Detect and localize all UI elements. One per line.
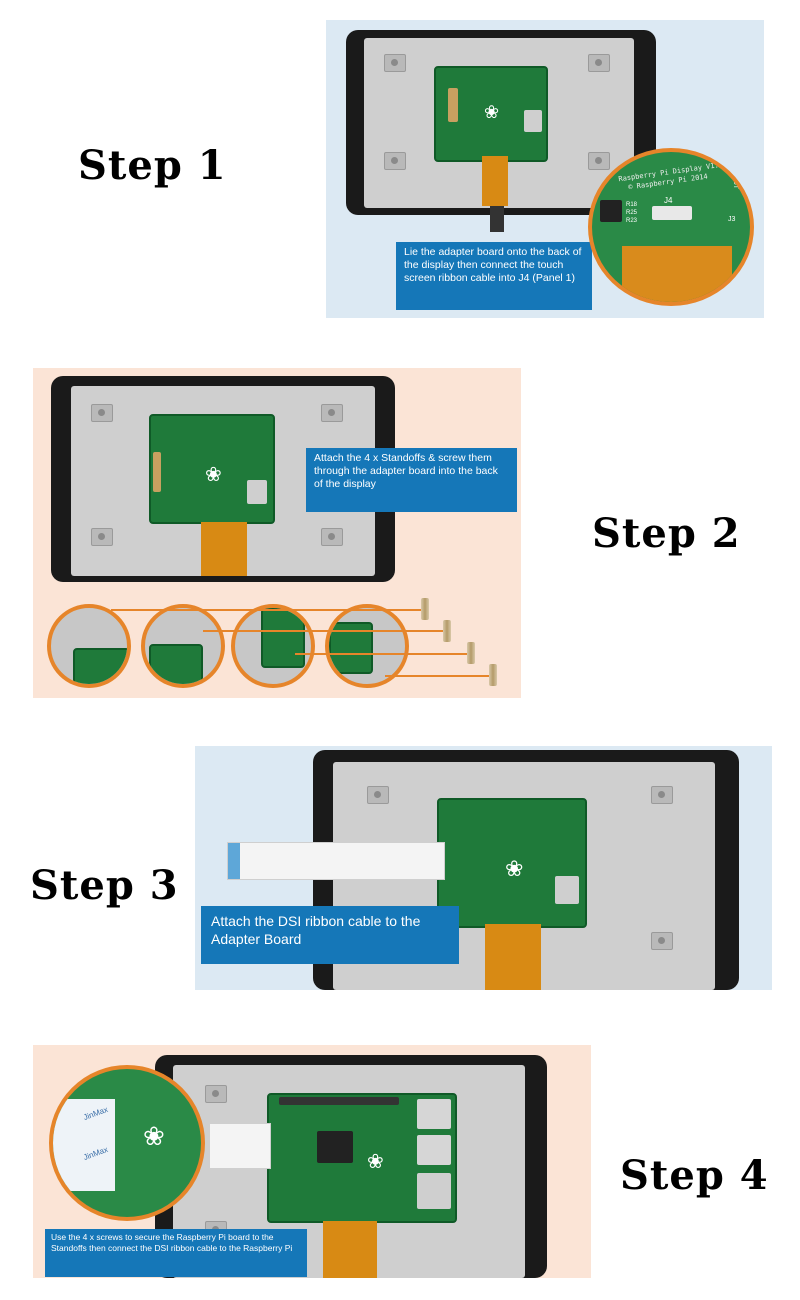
standoff-icon	[467, 642, 475, 664]
mounting-bracket	[91, 404, 113, 422]
r25-label: R25	[626, 210, 638, 216]
j4-label: J4	[664, 196, 673, 205]
step-1-caption: Lie the adapter board onto the back of t…	[396, 242, 592, 310]
touch-ribbon-tail	[490, 206, 504, 232]
adapter-board: ❀	[149, 414, 275, 524]
cpu-chip-icon	[317, 1131, 353, 1163]
ethernet-port-icon	[417, 1173, 451, 1209]
ribbon-brand-label: JinMax	[82, 1144, 110, 1163]
mounting-bracket	[367, 786, 389, 804]
arrow-line	[385, 675, 489, 677]
step-1-illustration: ❀ Lie the adapter board onto the back of…	[326, 20, 764, 318]
mounting-bracket	[91, 528, 113, 546]
step-3-caption: Attach the DSI ribbon cable to the Adapt…	[201, 906, 459, 964]
touch-ribbon-cable	[485, 924, 541, 990]
adapter-board: ❀	[434, 66, 548, 162]
step-1-title: Step 1	[78, 142, 227, 189]
ribbon-closeup: JinMax JinMax	[53, 1099, 115, 1191]
step-4-caption: Use the 4 x screws to secure the Raspber…	[45, 1229, 307, 1277]
chip-icon	[153, 452, 161, 492]
standoff-icon	[421, 598, 429, 620]
standoff-icon	[489, 664, 497, 686]
chip-icon	[600, 200, 622, 222]
step-2-illustration: ❀ Attach the 4 x Standoffs & screw them …	[33, 368, 521, 698]
mounting-bracket	[321, 528, 343, 546]
touch-ribbon-cable	[323, 1221, 377, 1278]
step-3-illustration: ❀ Attach the DSI ribbon cable to the Ada…	[195, 746, 772, 990]
touch-ribbon-cable	[482, 156, 508, 206]
r18-label: R18	[626, 202, 638, 208]
j3-label: J3	[728, 216, 736, 223]
touch-ribbon-closeup	[622, 246, 732, 302]
mounting-bracket	[651, 786, 673, 804]
dsi-ribbon-cable	[209, 1123, 271, 1169]
mounting-bracket	[588, 152, 610, 170]
board-closeup	[73, 648, 127, 684]
raspberry-logo-icon: ❀	[205, 464, 222, 486]
step-2-title: Step 2	[592, 510, 741, 557]
board-closeup	[149, 644, 203, 684]
usb-port-icon	[555, 876, 579, 904]
mounting-bracket	[205, 1085, 227, 1103]
j4-zoom-circle: Raspberry Pi Display V1.0 © Raspberry Pi…	[588, 148, 754, 306]
mounting-bracket	[384, 54, 406, 72]
arrow-line	[295, 653, 467, 655]
step-4-illustration: ❀ JinMax JinMax ❀ Use the 4 x screws to …	[33, 1045, 591, 1278]
ribbon-end	[228, 843, 240, 879]
dsi-ribbon-cable	[227, 842, 445, 880]
chip-icon	[448, 88, 458, 122]
step-4-title: Step 4	[620, 1152, 769, 1199]
touch-ribbon-cable	[201, 522, 247, 576]
standoff-zoom-circle-2	[141, 604, 225, 688]
raspberry-pi-board: ❀	[267, 1093, 457, 1223]
dsi-connector-zoom-circle: JinMax JinMax ❀	[49, 1065, 205, 1221]
j4-connector-icon	[652, 206, 692, 220]
mounting-bracket	[384, 152, 406, 170]
step-3-title: Step 3	[30, 862, 179, 909]
mounting-bracket	[588, 54, 610, 72]
raspberry-logo-icon: ❀	[484, 102, 500, 122]
usb-port-icon	[247, 480, 267, 504]
step-2-caption: Attach the 4 x Standoffs & screw them th…	[306, 448, 517, 512]
arrow-line	[111, 609, 421, 611]
standoff-zoom-circle-1	[47, 604, 131, 688]
adapter-board: ❀	[437, 798, 587, 928]
raspberry-logo-icon: ❀	[505, 856, 524, 881]
pwr-out-label: PWR OUT	[732, 176, 744, 190]
standoff-zoom-circle-3	[231, 604, 315, 688]
ribbon-brand-label: JinMax	[82, 1104, 110, 1123]
standoff-icon	[443, 620, 451, 642]
r23-label: R23	[626, 218, 638, 224]
usb-port-icon	[417, 1099, 451, 1129]
board-closeup	[261, 608, 305, 668]
mounting-bracket	[651, 932, 673, 950]
arrow-line	[203, 630, 443, 632]
mounting-bracket	[321, 404, 343, 422]
usb-port-icon	[524, 110, 542, 132]
usb-port-icon	[417, 1135, 451, 1165]
gpio-header-icon	[279, 1097, 399, 1105]
raspberry-logo-icon: ❀	[143, 1121, 165, 1151]
raspberry-logo-icon: ❀	[367, 1151, 384, 1173]
